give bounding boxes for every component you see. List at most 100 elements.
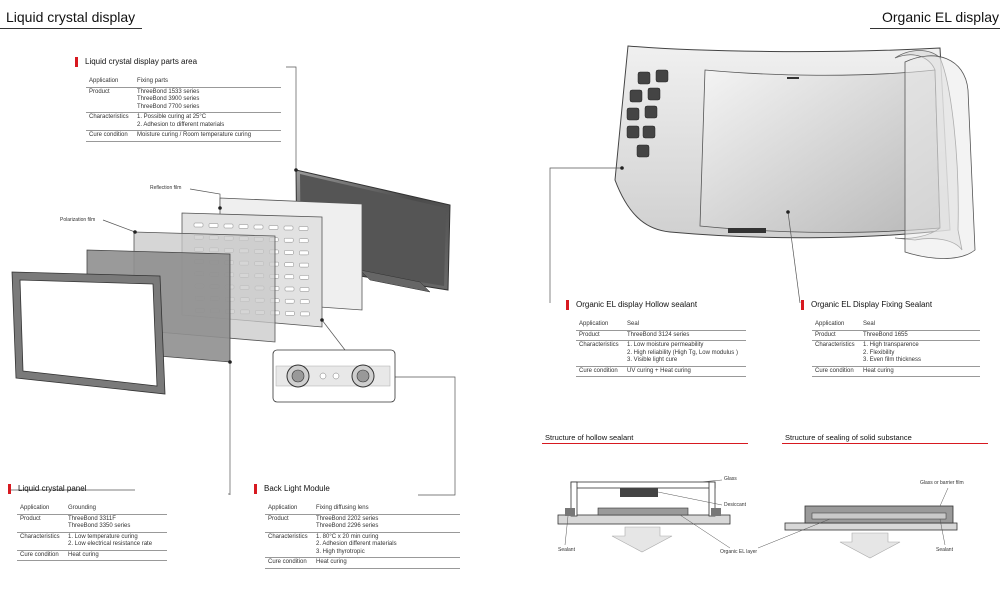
polarization-film-label: Polarization film: [60, 217, 96, 223]
table-row: Application Seal: [576, 320, 746, 331]
row-value: 3. Visible light cure: [627, 357, 678, 363]
table-row: Cure condition Heat curing: [812, 367, 980, 377]
row-value: 2. Adhesion to different materials: [137, 121, 225, 128]
led-mark: [284, 286, 295, 292]
row-value: 2. Flexibility: [863, 349, 895, 356]
oel-section-title: Organic EL display: [882, 9, 999, 25]
row-values: ThreeBond 1655: [863, 332, 980, 340]
row-values: Heat curing: [863, 368, 980, 376]
row-label: Cure condition: [815, 367, 854, 374]
row-label: Application: [89, 78, 119, 84]
led-mark: [193, 222, 204, 228]
row-value: ThreeBond 3311F: [68, 515, 116, 522]
row-value: ThreeBond 7700 series: [137, 103, 200, 110]
row-label: Application: [268, 505, 298, 511]
led-mark: [298, 238, 309, 243]
row-value: ThreeBond 2296 series: [316, 523, 379, 529]
row-label: Characteristics: [268, 533, 308, 540]
led-mark: [284, 298, 295, 304]
row-value: UV curing + Heat curing: [627, 367, 691, 374]
row-label: Application: [579, 321, 609, 327]
led-mark: [268, 225, 279, 230]
row-label: Characteristics: [20, 533, 60, 540]
led-mark: [299, 275, 310, 280]
row-label: Cure condition: [579, 367, 618, 374]
led-mark: [285, 311, 295, 316]
hollow-sealant-label: Sealant: [558, 547, 575, 553]
row-label: Product: [20, 515, 41, 522]
row-value: Heat curing: [68, 551, 99, 558]
row-value: Grounding: [68, 505, 97, 511]
led-mark: [284, 262, 294, 267]
hollow-structure-underline: [542, 443, 748, 444]
row-values: Seal: [627, 321, 746, 329]
row-value: 3. Even film thickness: [863, 357, 922, 363]
oel-hollow-title: Organic EL display Hollow sealant: [566, 300, 697, 310]
table-row: Characteristics 1. Low temperature curing…: [17, 533, 167, 551]
oel-flexible-device: [614, 45, 976, 259]
led-mark: [300, 311, 310, 317]
organic-el-layer-label: Organic EL layer: [720, 549, 758, 555]
led-mark: [223, 223, 234, 229]
row-label: Application: [815, 321, 845, 327]
row-label: Application: [20, 505, 50, 511]
desiccant-label: Desiccant: [724, 502, 746, 508]
row-value: 1. Possible curing at 25°C: [137, 114, 207, 120]
row-label: Characteristics: [89, 114, 129, 120]
led-mark: [283, 225, 294, 231]
table-row: Product ThreeBond 1655: [812, 331, 980, 341]
row-values: ThreeBond 3124 series: [627, 332, 746, 340]
row-value: 1. Low temperature curing: [68, 533, 138, 540]
hollow-structure-title: Structure of hollow sealant: [545, 433, 634, 442]
lcd-panel-title: Liquid crystal panel: [8, 484, 86, 494]
led-mark: [298, 226, 309, 231]
row-value: Heat curing: [316, 559, 347, 565]
oel-fixing-title: Organic EL Display Fixing Sealant: [801, 300, 932, 310]
row-value: 3. High thyrotropic: [316, 548, 365, 555]
row-value: Fixing diffusing lens: [316, 505, 369, 511]
row-value: 1. High transparence: [863, 342, 919, 348]
led-mark: [283, 237, 294, 243]
led-mark: [299, 262, 309, 268]
row-value: ThreeBond 1655: [863, 331, 908, 338]
glass-barrier-label: Glass or barrier film: [920, 480, 964, 486]
row-value: ThreeBond 3900 series: [137, 96, 200, 102]
row-value: Seal: [627, 321, 640, 327]
row-label: Product: [89, 88, 110, 95]
row-label: Product: [815, 331, 836, 338]
led-mark: [208, 223, 219, 228]
row-value: 1. 80°C x 20 min curing: [316, 533, 379, 540]
solid-structure-underline: [782, 443, 988, 444]
row-value: ThreeBond 1533 series: [137, 88, 200, 95]
lens-zoom: [272, 349, 396, 403]
led-mark: [284, 274, 295, 280]
row-label: Product: [268, 515, 289, 522]
row-label: Cure condition: [268, 559, 307, 565]
table-row: Application Fixing diffusing lens: [265, 504, 460, 515]
row-value: ThreeBond 3124 series: [627, 331, 690, 338]
row-value: ThreeBond 3350 series: [68, 523, 131, 529]
row-values: Grounding: [68, 505, 167, 513]
row-values: UV curing + Heat curing: [627, 368, 746, 376]
hollow-sealant-diagram: [557, 479, 731, 553]
solid-structure-title: Structure of sealing of solid substance: [785, 433, 912, 442]
lcd-frame: [11, 271, 166, 395]
led-mark: [299, 250, 309, 256]
led-mark: [253, 224, 264, 230]
row-value: 2. Low electrical resistance rate: [68, 541, 153, 547]
